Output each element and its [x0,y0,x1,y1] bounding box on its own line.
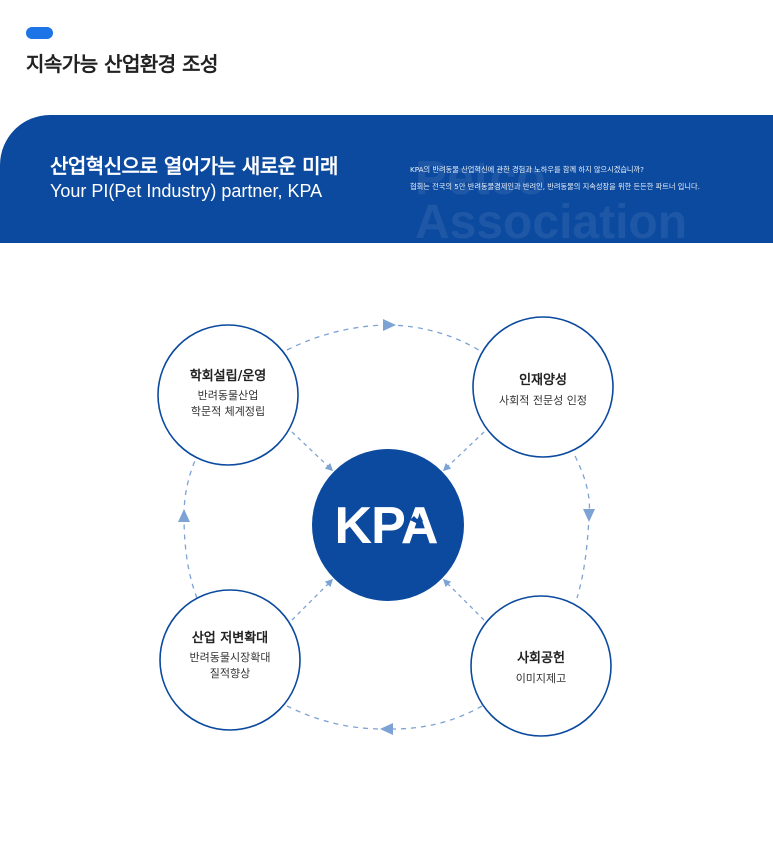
arrow-top [383,319,396,331]
node-industry-line-2: 질적향상 [210,667,250,680]
connector-top-arc [286,324,389,351]
node-industry-line-1: 반려동물시장확대 [190,651,271,664]
node-contribution-line-1: 이미지제고 [516,672,567,685]
connector-right-arc [574,455,591,516]
banner-subheading: Your PI(Pet Industry) partner, KPA [50,181,323,201]
center-node: KPA [312,449,464,601]
connector-bottom-arc-end [286,705,389,730]
spoke-top-right [442,431,485,472]
banner-description-line-1: KPA의 반려동물 산업혁신에 관한 경험과 노하우를 함께 하지 않으시겠습니… [410,165,644,174]
node-contribution-title: 사회공헌 [517,650,565,666]
banner-description: KPA의 반려동물 산업혁신에 관한 경험과 노하우를 함께 하지 않으시겠습니… [410,161,765,195]
node-industry-title: 산업 저변확대 [192,630,268,646]
logo-pet-icon [410,516,423,524]
spoke-bottom-left [291,578,334,621]
center-logo-text: KPA [335,497,438,555]
arrow-left [178,509,190,522]
connector-top-arc-end [387,324,483,353]
connector-left-arc [183,514,198,599]
node-industry: 산업 저변확대 반려동물시장확대 질적향상 [159,589,301,731]
node-academy-line-2: 학문적 체계정립 [191,405,265,418]
node-talent: 인재양성 사회적 전문성 인정 [472,316,614,458]
connector-left-arc-end [183,455,198,516]
node-talent-line-1: 사회적 전문성 인정 [499,394,587,407]
section-marker [26,27,53,39]
cycle-connectors [178,319,595,735]
page-title: 지속가능 산업환경 조성 [26,52,218,76]
spoke-bottom-right [442,578,485,621]
spoke-top-left [291,431,334,472]
node-academy: 학회설립/운영 반려동물산업 학문적 체계정립 [157,324,299,466]
banner-description-line-2: 협회는 전국의 5만 반려동물경제인과 반려인, 반려동물의 지속성장을 위한 … [410,182,700,191]
connector-bottom-arc [387,705,483,730]
node-talent-title: 인재양성 [519,372,567,388]
banner-heading: 산업혁신으로 열어가는 새로운 미래 [50,154,338,178]
node-academy-title: 학회설립/운영 [190,368,267,384]
spoke-connectors [291,431,485,621]
arrow-right [583,509,595,522]
node-academy-line-1: 반려동물산업 [198,389,259,402]
arrow-bottom [380,723,393,735]
node-contribution: 사회공헌 이미지제고 [470,595,612,737]
connector-right-arc-end [576,514,590,599]
